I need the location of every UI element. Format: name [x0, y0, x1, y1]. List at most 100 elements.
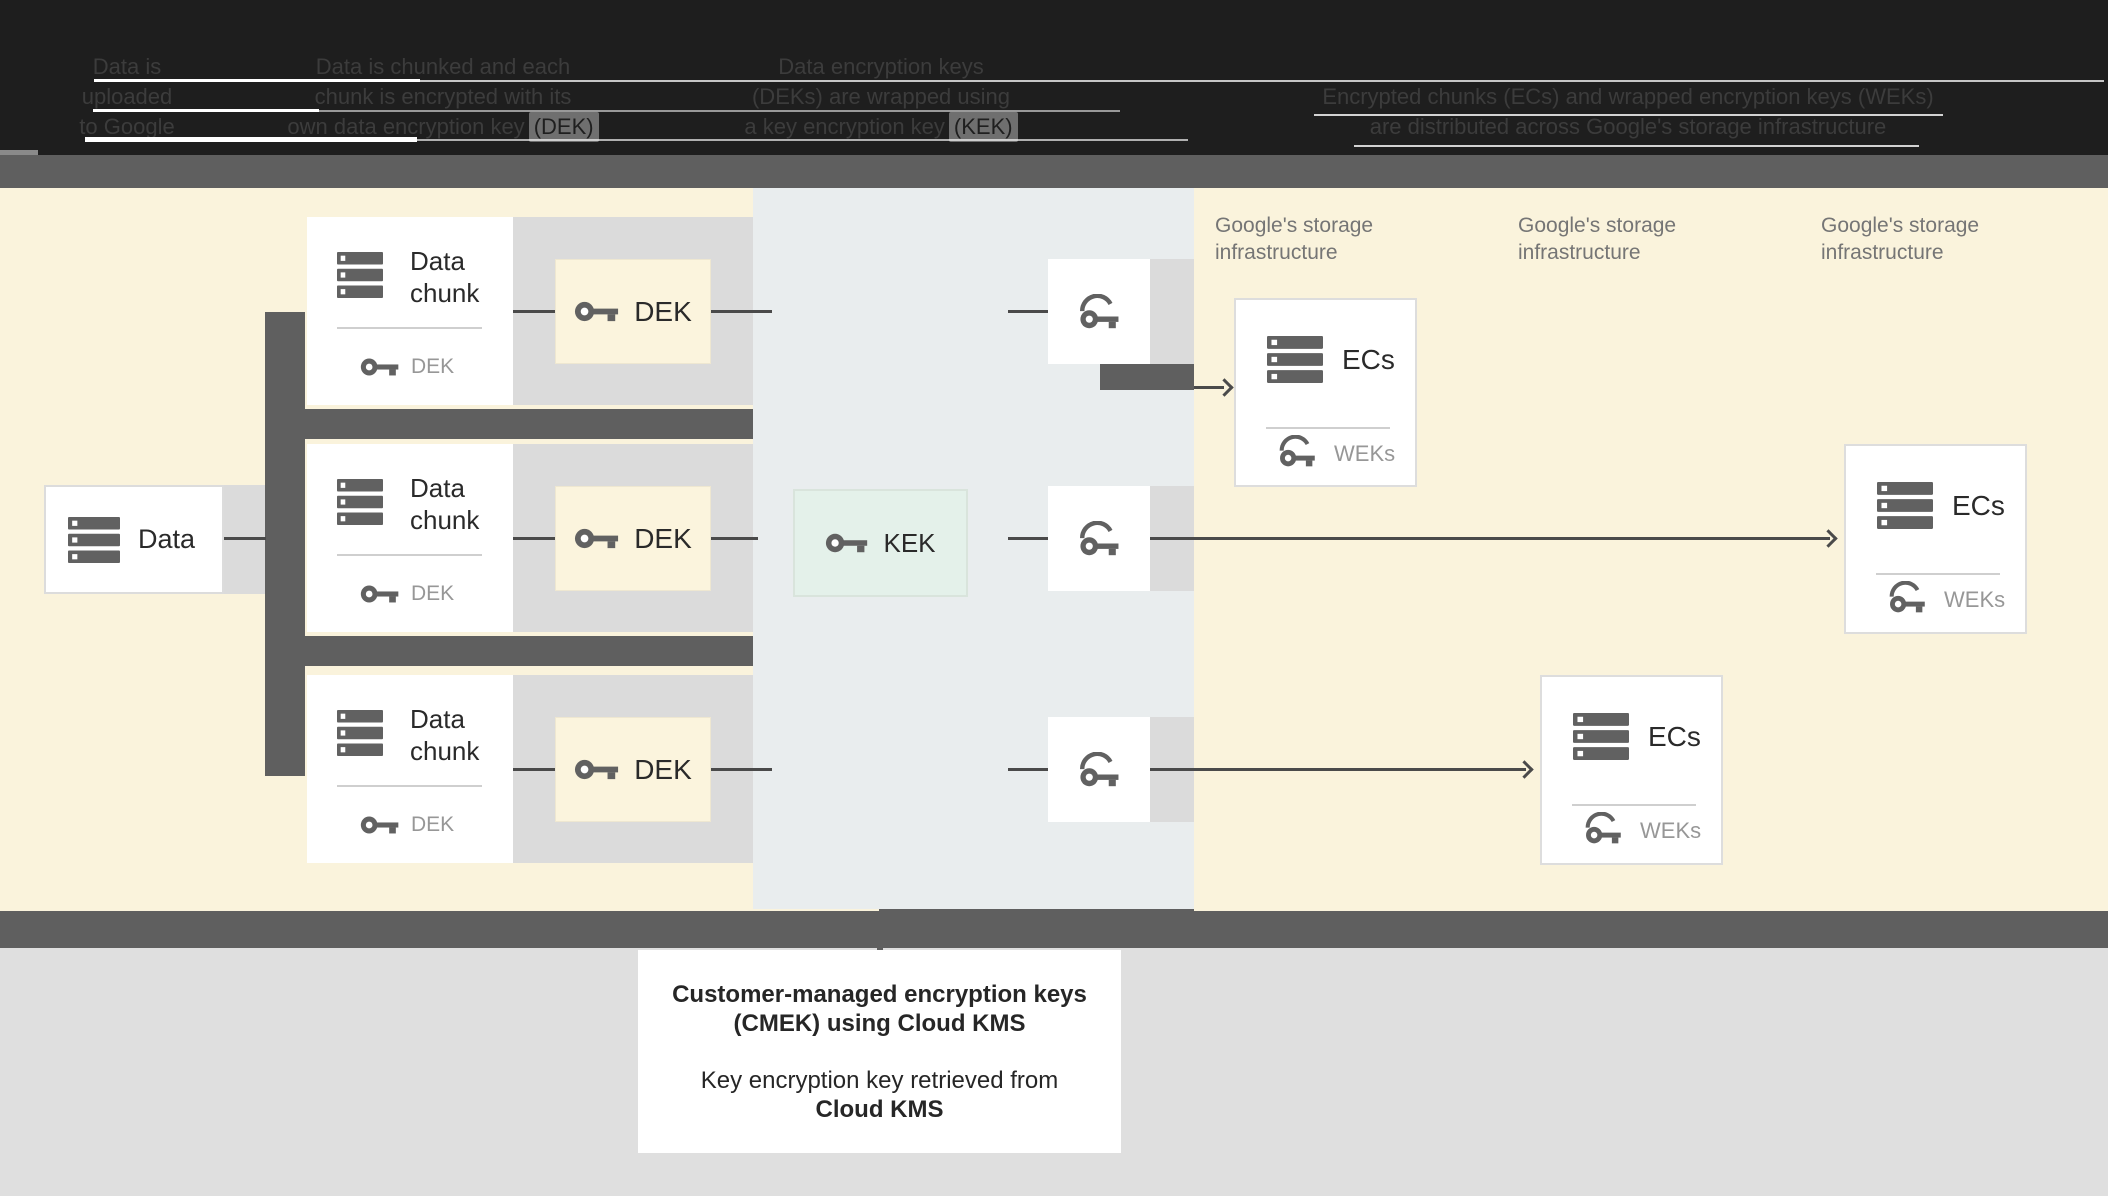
data-chunk-box: Data chunk DEK: [307, 675, 513, 863]
annotation-line: (CMEK) using Cloud KMS: [733, 1010, 1026, 1037]
dek-label: DEK: [634, 522, 692, 554]
chunk-dek-sublabel: DEK: [411, 582, 455, 605]
wrapped-key-icon: [1076, 520, 1122, 557]
connector-line: [1008, 768, 1048, 771]
keybox-strip: [1150, 259, 1194, 364]
header-underline-artifact: [1314, 114, 1943, 116]
wrapped-key-icon: [1276, 434, 1318, 468]
connector-line: [513, 537, 555, 540]
key-icon: [574, 299, 620, 324]
divider: [1266, 427, 1390, 429]
weks-sublabel: WEKs: [1944, 587, 2006, 612]
connector-line: [513, 310, 555, 313]
header-underline-artifact: [94, 79, 420, 82]
header-step-3-line: (DEKs) are wrapped using: [751, 84, 1010, 109]
dek-key-box: DEK: [555, 259, 711, 364]
header-step-1-line: uploaded: [81, 84, 173, 109]
header-underline-artifact: [319, 110, 1120, 112]
kek-label: KEK: [883, 527, 936, 558]
storage-infra-label: Google's storage infrastructure: [1821, 214, 1980, 264]
header-step-4: Encrypted chunks (ECs) and wrapped encry…: [1288, 82, 1968, 142]
divider: [337, 327, 482, 329]
branch-bar-2: [265, 636, 753, 666]
server-stack-icon: [1267, 336, 1323, 383]
data-chunk-box: Data chunk DEK: [307, 444, 513, 632]
annotation-line: Key encryption key retrieved from: [700, 1067, 1059, 1094]
header-underline-artifact: [1354, 145, 1919, 147]
header-step-2-line: chunk is encrypted with its: [314, 84, 572, 109]
divider: [337, 554, 482, 556]
header-corner-notch: [0, 150, 38, 155]
header-underline-artifact: [417, 139, 1188, 141]
connector-line: [711, 768, 772, 771]
header-step-3-line: Data encryption keys: [778, 54, 984, 79]
chunk-title: chunk: [410, 505, 480, 535]
wrapped-key-icon: [1076, 751, 1122, 788]
header-underline-artifact: [93, 109, 319, 112]
trunk-connector: [265, 312, 305, 776]
connector-line: [513, 768, 555, 771]
ecs-title: ECs: [1952, 490, 2005, 521]
chunk-title: Data: [410, 473, 465, 503]
panel-bottom-sliver-dark: [879, 909, 1194, 911]
chunk-title: chunk: [410, 278, 480, 308]
wrapped-key-box: [1048, 717, 1150, 822]
arrow-line: [1150, 768, 1526, 771]
chunk-dek-sublabel: DEK: [411, 355, 455, 378]
header-step-1-line: to Google: [79, 114, 175, 139]
arrow-line: [1150, 537, 1830, 540]
key-icon: [574, 526, 620, 551]
header-band: [0, 0, 2108, 155]
dek-key-box: DEK: [555, 717, 711, 822]
key-icon: [574, 757, 620, 782]
chunk-title: Data: [410, 704, 465, 734]
annotation-line: Cloud KMS: [815, 1096, 944, 1123]
wrapped-key-box: [1048, 259, 1150, 364]
arrow-line: [1194, 386, 1224, 389]
header-step-4-line: Encrypted chunks (ECs) and wrapped encry…: [1322, 84, 1934, 109]
key-icon: [360, 583, 400, 605]
server-stack-icon: [1877, 482, 1933, 529]
divider: [1572, 804, 1696, 806]
data-chunk-box: Data chunk DEK: [307, 217, 513, 405]
key-icon: [360, 356, 400, 378]
wrapped-key-icon: [1076, 293, 1122, 330]
bottom-band: [0, 911, 2108, 948]
header-underline-artifact: [420, 80, 2104, 82]
ecs-box: ECs WEKs: [1234, 298, 1417, 487]
header-underline-artifact: [85, 137, 417, 142]
server-stack-icon: [1573, 713, 1629, 760]
wrapped-key-box: [1048, 486, 1150, 591]
data-box-label: Data: [138, 524, 196, 554]
server-stack-icon: [68, 516, 120, 563]
ecs-title: ECs: [1342, 344, 1395, 375]
server-stack-icon: [337, 252, 383, 298]
header-step-2-line: own data encryption key(DEK): [278, 112, 608, 142]
ecs-box: ECs WEKs: [1540, 675, 1723, 865]
connector-line: [1008, 537, 1048, 540]
dek-label: DEK: [634, 753, 692, 785]
dek-label: DEK: [634, 295, 692, 327]
dek-highlight-token: (DEK): [528, 112, 599, 142]
header-step-4-line: are distributed across Google's storage …: [1369, 114, 1887, 139]
header-step-2-line: Data is chunked and each: [315, 54, 571, 79]
wrapped-key-icon: [1582, 811, 1624, 845]
connector-line: [711, 537, 758, 540]
header-step-3-line: a key encryption key(KEK): [736, 112, 1026, 142]
separator-band: [0, 155, 2108, 188]
server-stack-icon: [337, 710, 383, 756]
data-box: Data: [44, 485, 224, 594]
header-step-1: Data is uploaded to Google: [37, 52, 217, 142]
panel-bottom-sliver: [753, 909, 879, 911]
chunk-title: Data: [410, 246, 465, 276]
key-icon: [360, 814, 400, 836]
connector-line: [224, 537, 266, 540]
header-step-2: Data is chunked and each chunk is encryp…: [278, 52, 608, 142]
header-step-1-line: Data is: [92, 54, 162, 79]
stub-connector-bar: [1100, 364, 1194, 390]
dek-key-box: DEK: [555, 486, 711, 591]
divider: [337, 785, 482, 787]
connector-line: [1008, 310, 1048, 313]
server-stack-icon: [337, 479, 383, 525]
